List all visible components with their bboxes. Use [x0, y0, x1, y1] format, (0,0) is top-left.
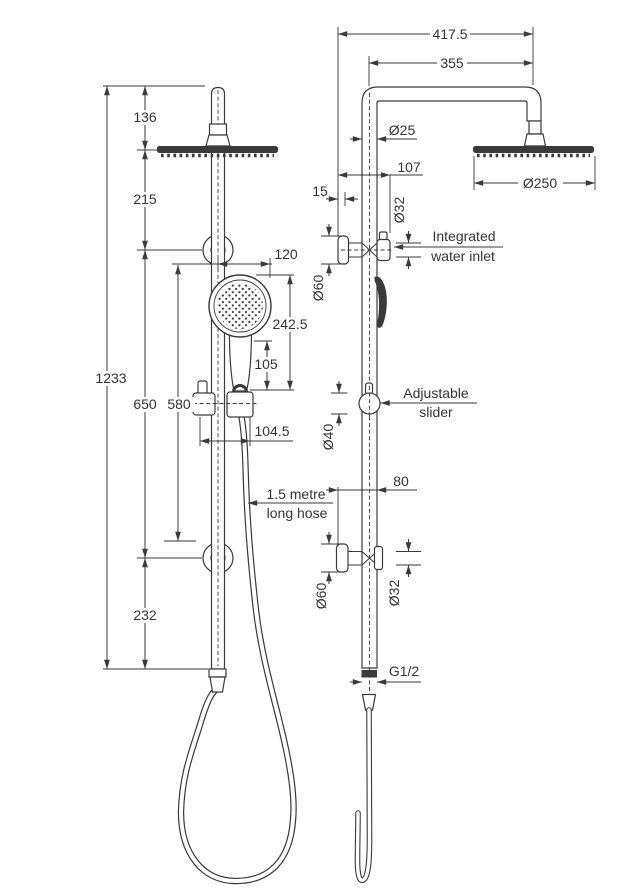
- front-hand-shower: [208, 274, 272, 392]
- dim-215-label: 215: [133, 191, 157, 207]
- side-adjustable-slider: [358, 382, 381, 420]
- slider-lock-lever: [197, 380, 208, 395]
- dim-580-label: 580: [167, 396, 191, 412]
- front-head-boss: [205, 134, 231, 147]
- dim-107-label: 107: [397, 159, 421, 175]
- spray-face-dots: [217, 283, 263, 329]
- head-nut: [523, 133, 547, 147]
- side-view: 417.5 355 Ø25 107 15 Ø32 Ø250 Ø60 Integr…: [310, 26, 596, 884]
- front-outlet: [208, 668, 227, 693]
- front-slider-bracket: [192, 380, 258, 418]
- dim-232-label: 232: [133, 607, 157, 623]
- side-water-inlet: [337, 231, 393, 265]
- front-hose-cone: [209, 676, 226, 693]
- dim-136-label: 136: [133, 109, 157, 125]
- dim-650-label: 650: [133, 396, 157, 412]
- dim-g12-label: G1/2: [389, 663, 420, 679]
- front-hose: [177, 410, 297, 885]
- dim-104-5-label: 104.5: [254, 423, 289, 439]
- dim-1233-label: 1233: [95, 370, 126, 386]
- dim-d60-upper-label: Ø60: [310, 275, 326, 302]
- front-view: 136 215 1233 650 580 232 120 242.5 105 1…: [92, 85, 333, 885]
- dim-d25-label: Ø25: [389, 122, 416, 138]
- side-lower-bracket: [335, 543, 384, 573]
- dim-355-label: 355: [440, 55, 464, 71]
- slider-note-line1: Adjustable: [403, 385, 469, 401]
- cradle-hook: [232, 384, 248, 393]
- side-riser-and-arm: [361, 86, 542, 697]
- dim-120-label: 120: [274, 246, 298, 262]
- front-rail: [205, 86, 231, 670]
- slider-note-line2: slider: [419, 404, 453, 420]
- dim-15-label: 15: [312, 183, 328, 199]
- inlet-note-line2: water inlet: [430, 248, 495, 264]
- side-dimensions: 417.5 355 Ø25 107 15 Ø32 Ø250 Ø60 Integr…: [310, 26, 596, 685]
- front-dimensions: 136 215 1233 650 580 232 120 242.5 105 1…: [92, 85, 333, 670]
- dim-d60-lower-label: Ø60: [313, 583, 329, 610]
- dim-d250-label: Ø250: [523, 175, 557, 191]
- hand-shower-handle: [228, 327, 253, 392]
- handpiece-cradle: [226, 391, 254, 418]
- dim-d32-upper-label: Ø32: [391, 197, 407, 224]
- hose-note-line1: 1.5 metre: [266, 486, 325, 502]
- dim-d32-lower-label: Ø32: [386, 580, 402, 607]
- dim-417-5-label: 417.5: [432, 26, 467, 42]
- front-riser-coupling: [208, 123, 228, 136]
- side-hose-cone: [361, 693, 377, 711]
- hose-note-line2: long hose: [267, 505, 328, 521]
- front-overhead-shower: [157, 146, 278, 158]
- diverter-handle: [374, 276, 387, 328]
- side-overhead-shower: [473, 120, 594, 158]
- dim-242-5-label: 242.5: [272, 316, 307, 332]
- inlet-note-line1: Integrated: [432, 228, 495, 244]
- dim-105-label: 105: [254, 356, 278, 372]
- dim-d40-label: Ø40: [320, 424, 336, 451]
- dim-80-label: 80: [393, 473, 409, 489]
- side-outlet-and-hose: [354, 670, 377, 884]
- head-ball-joint: [528, 120, 542, 135]
